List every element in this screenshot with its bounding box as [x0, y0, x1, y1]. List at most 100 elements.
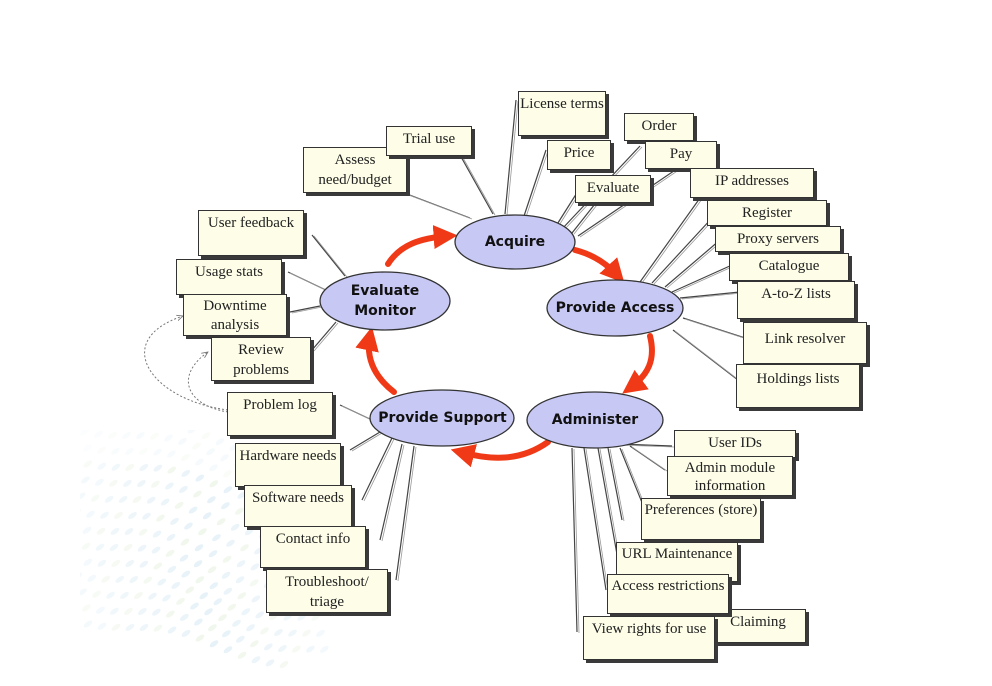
connector-line-shadow: [619, 444, 675, 448]
wave-dot: [110, 607, 119, 615]
connector-line-shadow: [573, 448, 580, 634]
wave-dot: [195, 576, 205, 584]
connector-line-shadow: [609, 448, 625, 522]
connector-line: [664, 239, 721, 288]
connector-line: [571, 447, 578, 633]
wave-dot: [82, 526, 92, 534]
wave-dot: [151, 480, 160, 488]
wave-dot: [143, 576, 153, 584]
wave-dot: [165, 482, 174, 490]
wave-dot: [125, 623, 135, 631]
wave-dot: [152, 608, 161, 616]
wave-dot: [181, 629, 191, 637]
task-trial-use: Trial use: [386, 126, 472, 156]
wave-dot: [221, 502, 230, 510]
ellipse-provide-support: [369, 389, 515, 447]
wave-dot: [227, 603, 237, 611]
wave-dot: [209, 464, 218, 472]
task-proxy-servers: Proxy servers: [715, 226, 841, 252]
connector-line: [639, 197, 701, 283]
task-hardware-needs: Hardware needs: [235, 443, 341, 487]
wave-dot: [153, 464, 163, 472]
connector-line: [395, 445, 415, 581]
task-usage-stats: Usage stats: [176, 259, 282, 295]
wave-dot: [232, 619, 241, 627]
wave-dot: [180, 538, 190, 546]
task-price: Price: [547, 140, 611, 170]
wave-dot: [176, 597, 185, 605]
wave-dot: [156, 514, 165, 522]
wave-dot: [178, 437, 187, 445]
wave-dot: [167, 565, 177, 573]
wave-dot: [160, 498, 170, 506]
task-link-resolver: Link resolver: [743, 322, 867, 364]
wave-dot: [208, 624, 217, 632]
connector-line-shadow: [631, 446, 668, 472]
wave-dot: [215, 438, 225, 446]
connector-line-shadow: [673, 265, 735, 294]
wave-dot: [82, 604, 91, 612]
wave-dot: [166, 610, 175, 618]
wave-dot: [194, 618, 203, 626]
wave-dot: [249, 579, 259, 587]
connector-line: [651, 217, 713, 284]
wave-dot: [137, 544, 147, 552]
wave-dot: [162, 594, 171, 602]
wave-dot: [95, 478, 104, 486]
connector-line: [361, 437, 393, 501]
node-acquire: Acquire: [484, 234, 546, 250]
connector-line: [597, 447, 619, 561]
wave-dot: [188, 506, 198, 514]
wave-dot: [122, 431, 131, 439]
node-provide-access: Provide Access: [555, 300, 675, 316]
task-ip-addresses: IP addresses: [690, 168, 814, 198]
wave-dot: [223, 470, 232, 478]
wave-dot: [146, 496, 156, 504]
connector-line: [311, 321, 337, 351]
task-holdings-lists: Holdings lists: [736, 364, 860, 408]
feedback-arrows: [144, 316, 229, 413]
connector-line-shadow: [585, 448, 609, 592]
task-catalogue: Catalogue: [729, 253, 849, 281]
wave-dot: [292, 645, 301, 653]
wave-dot: [213, 598, 223, 606]
wave-dot: [223, 646, 233, 654]
wave-dot: [87, 574, 97, 582]
task-order: Order: [624, 113, 694, 141]
wave-dot: [137, 480, 146, 487]
node-administer: Administer: [551, 412, 639, 428]
wave-dot: [125, 463, 135, 471]
connector-line: [459, 154, 494, 215]
wave-dot: [167, 626, 177, 634]
wave-dot: [100, 511, 109, 519]
wave-dot: [97, 446, 106, 454]
wave-dot: [236, 635, 245, 643]
wave-dot: [124, 607, 133, 615]
wave-dot: [150, 432, 159, 440]
wave-dot: [108, 431, 117, 439]
wave-dot: [104, 495, 114, 503]
wave-dot: [109, 543, 119, 551]
node-evaluate-monitor: Evaluate Monitor: [350, 283, 420, 319]
wave-dot: [132, 496, 142, 503]
wave-dot: [95, 543, 105, 551]
wave-dot: [96, 527, 106, 535]
task-register: Register: [707, 200, 827, 226]
connector-line-shadow: [351, 432, 383, 452]
wave-dot: [180, 613, 189, 621]
ellipse-administer: [526, 391, 664, 449]
wave-dot: [111, 463, 121, 471]
wave-dot: [216, 518, 226, 526]
wave-dot: [97, 559, 107, 567]
wave-dot: [181, 453, 190, 461]
task-access-restrictions: Access restrictions: [607, 574, 729, 614]
wave-dot: [171, 581, 181, 589]
connector-line-shadow: [397, 446, 417, 582]
cycle-ellipses: [319, 214, 684, 449]
connector-line: [679, 291, 741, 299]
connector-line: [619, 447, 646, 511]
wave-dot: [218, 614, 227, 622]
connector-line: [349, 431, 381, 451]
ellipse-provide-access: [546, 279, 684, 337]
wave-dot: [204, 608, 213, 616]
